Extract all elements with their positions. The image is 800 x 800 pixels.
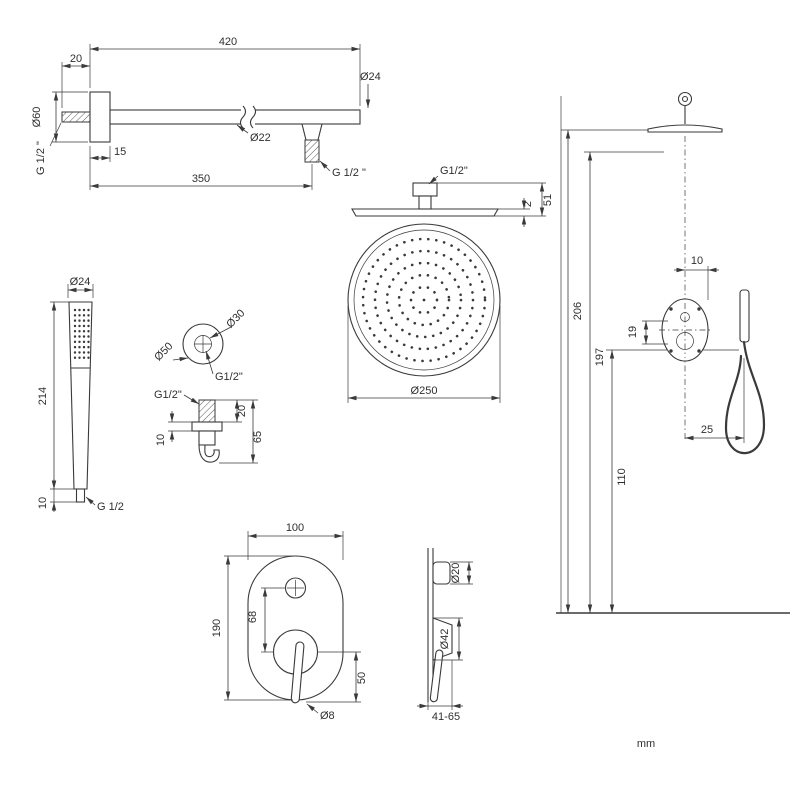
mixer-width-dim: 100: [286, 522, 304, 534]
head-height-dim: 51: [542, 194, 554, 206]
mixer-escutcheon-diameter-dim: Ø42: [439, 629, 451, 650]
arm-mid-diameter-label: Ø22: [250, 132, 271, 144]
overhead-shower-top-view: Ø250: [347, 223, 501, 403]
outlet-front-thread-label: G1/2": [215, 371, 243, 383]
head-thread-label: G1/2": [440, 165, 468, 177]
install-arm-height-dim: 197: [594, 348, 606, 366]
shower-arm-view: 420 20 Ø24 Ø60 Ø22 15 350 G 1/2 " G 1/2 …: [31, 36, 381, 190]
install-outlet-height-dim: 110: [616, 468, 628, 486]
arm-wall-stub-dim: 20: [70, 53, 82, 65]
handshower-length-dim: 214: [37, 387, 49, 405]
head-plate-thickness-dim: 2: [522, 201, 534, 207]
wall-outlet-view: Ø50 Ø30 G1/2" G1/2" 20 65 10: [152, 307, 264, 464]
mixer-height-dim: 190: [211, 619, 223, 637]
head-diameter-dim: Ø250: [411, 385, 438, 397]
install-valve-offset-dim: 10: [691, 255, 703, 267]
arm-outlet-thread-label: G 1/2 ": [332, 167, 366, 179]
mixer-knob-diameter-dim: Ø20: [450, 563, 462, 584]
arm-wall-thread-label: G 1/2 ": [35, 141, 47, 175]
mixer-side-view: Ø20 Ø42 41-65: [417, 548, 473, 723]
handshower-diameter-dim: Ø24: [70, 276, 91, 288]
outlet-total-height-dim: 65: [252, 431, 264, 443]
outlet-flange-thickness-dim: 10: [155, 434, 167, 446]
arm-length-dim: 420: [219, 36, 237, 48]
units-label: mm: [637, 738, 655, 750]
mixer-front-view: 100 190 68 50 Ø8: [211, 522, 368, 722]
install-valve-spacing-dim: 19: [627, 326, 639, 338]
install-handshower-offset-dim: 25: [701, 424, 713, 436]
outlet-side-thread-label: G1/2": [154, 389, 182, 401]
mixer-lever-length-dim: 50: [356, 672, 368, 684]
overhead-shower-side-view: G1/2" 2 51: [351, 165, 554, 227]
outlet-body-diameter-label: Ø30: [224, 307, 247, 330]
arm-flange-depth-dim: 15: [114, 146, 126, 158]
mixer-lever-diameter-dim: Ø8: [320, 710, 335, 722]
arm-pipe-diameter-dim: Ø24: [360, 71, 381, 83]
outlet-thread-length-dim: 20: [236, 405, 248, 417]
install-head-height-dim: 206: [572, 302, 584, 320]
arm-outlet-distance-dim: 350: [192, 173, 210, 185]
outlet-flange-diameter-label: Ø50: [152, 340, 175, 363]
arm-flange-diameter-dim: Ø60: [31, 107, 43, 128]
installation-diagram: 206 197 110 10 19 25: [556, 91, 790, 614]
hand-shower-view: Ø24 214 10 G 1/2: [37, 276, 124, 513]
handshower-thread-label: G 1/2: [97, 501, 124, 513]
handshower-connector-dim: 10: [37, 497, 49, 509]
mixer-center-distance-dim: 68: [247, 611, 259, 623]
mixer-depth-range-dim: 41-65: [432, 711, 460, 723]
